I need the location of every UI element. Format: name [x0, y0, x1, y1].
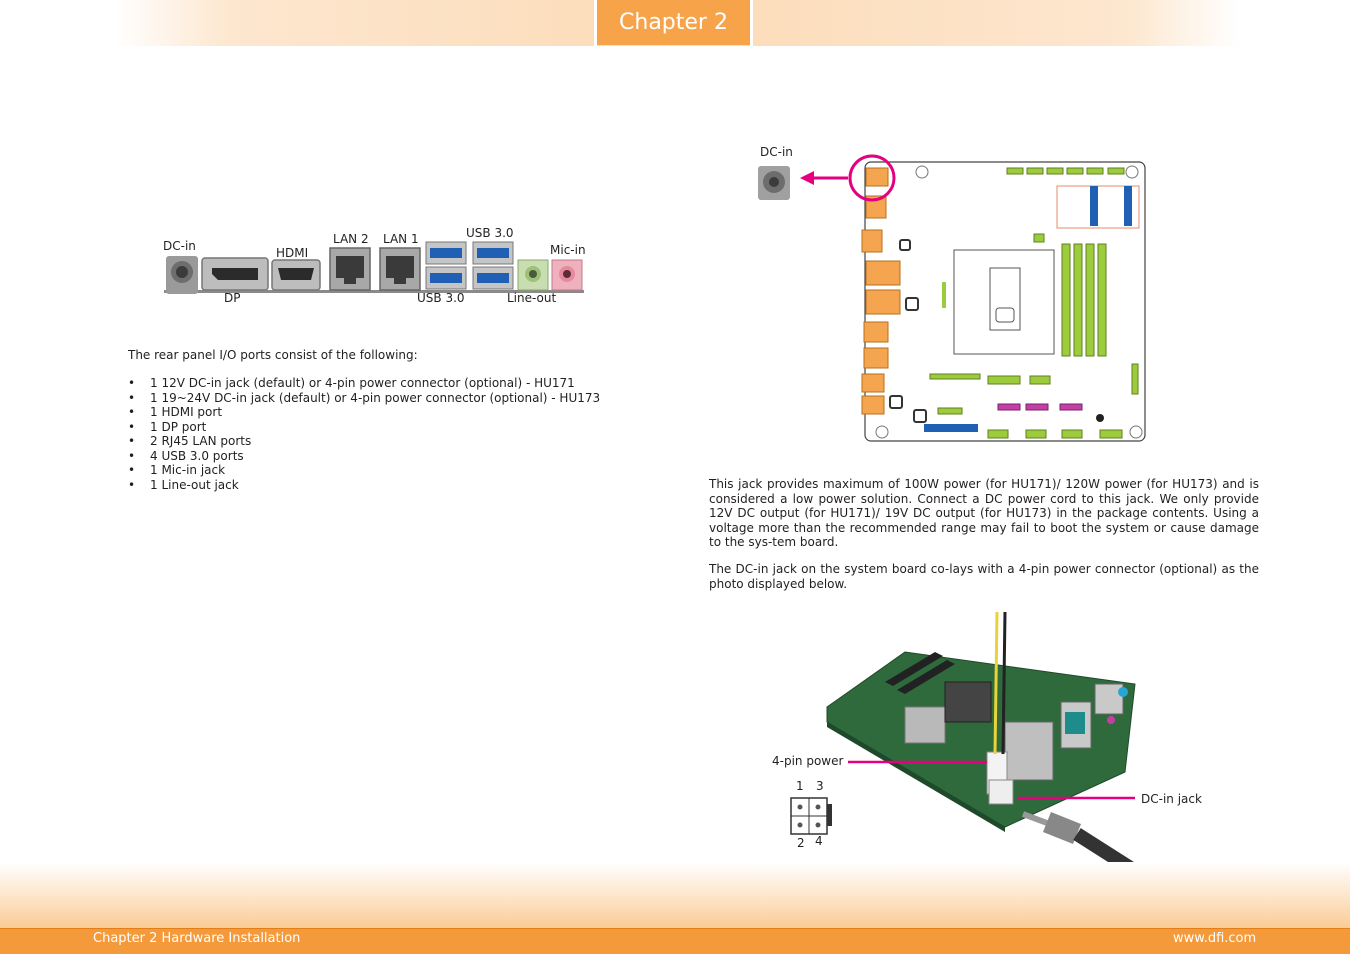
footer-chapter-title: Chapter 2 Hardware Installation: [93, 931, 301, 946]
footer-divider: [0, 928, 1350, 929]
label-lan1: LAN 1: [383, 232, 419, 246]
pin-2-label: 2: [797, 836, 805, 850]
rear-panel-diagram: [160, 222, 600, 312]
label-4pin-power: 4-pin power: [772, 754, 844, 768]
list-item: 1 HDMI port: [128, 405, 648, 420]
label-dc-in: DC-in: [163, 239, 196, 253]
label-usb-top: USB 3.0: [466, 226, 514, 240]
rear-panel-illustration: [164, 241, 584, 294]
header-divider: [594, 0, 597, 46]
pin-4-label: 4: [815, 834, 823, 848]
board-photo-illustration: [790, 611, 1169, 896]
port-list: 1 12V DC-in jack (default) or 4-pin powe…: [128, 376, 648, 492]
label-hdmi: HDMI: [276, 246, 309, 260]
label-lan2: LAN 2: [333, 232, 369, 246]
dc-in-photo: [765, 611, 1215, 896]
list-item: 1 12V DC-in jack (default) or 4-pin powe…: [128, 376, 648, 391]
pin-3-label: 3: [816, 779, 824, 793]
dc-in-description: This jack provides maximum of 100W power…: [709, 477, 1259, 549]
header-divider: [750, 0, 753, 46]
list-item: 1 19~24V DC-in jack (default) or 4-pin p…: [128, 391, 648, 406]
pin-1-label: 1: [796, 779, 804, 793]
chapter-tab[interactable]: Chapter 2: [597, 0, 750, 45]
footer-band: [0, 862, 1350, 930]
footer-website-link[interactable]: www.dfi.com: [1173, 931, 1257, 946]
rear-panel-intro: The rear panel I/O ports consist of the …: [128, 348, 418, 362]
label-line-out: Line-out: [507, 291, 557, 305]
board-layout-diagram: [752, 148, 1152, 448]
footer-bar: [0, 929, 1350, 954]
label-usb-bottom: USB 3.0: [417, 291, 465, 305]
dc-in-colay-note: The DC-in jack on the system board co-la…: [709, 562, 1259, 591]
list-item: 1 Mic-in jack: [128, 463, 648, 478]
label-dc-in-jack: DC-in jack: [1141, 792, 1202, 806]
label-dp: DP: [224, 291, 241, 305]
list-item: 2 RJ45 LAN ports: [128, 434, 648, 449]
list-item: 1 Line-out jack: [128, 478, 648, 493]
label-mic-in: Mic-in: [550, 243, 586, 257]
list-item: 1 DP port: [128, 420, 648, 435]
list-item: 4 USB 3.0 ports: [128, 449, 648, 464]
board-layout-illustration: [758, 154, 1146, 442]
board-dc-in-label: DC-in: [760, 145, 793, 159]
